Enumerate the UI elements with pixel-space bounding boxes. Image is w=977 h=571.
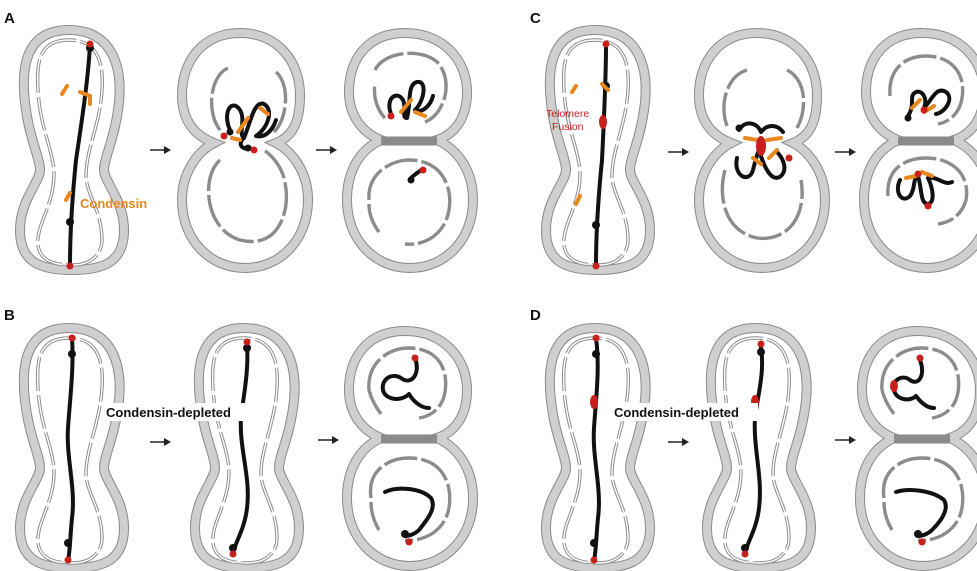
panel-c-chromosome-3b xyxy=(895,174,954,206)
arrow-c1-head xyxy=(682,148,689,156)
panel-a-cell-1 xyxy=(20,30,124,270)
panel-c: Telomere Fusion xyxy=(546,30,977,270)
telomere-fusion-label-1: Telomere xyxy=(546,108,589,120)
panel-c-chromosome-1 xyxy=(594,43,608,267)
panel-b-cell-1 xyxy=(20,328,124,568)
panel-c-cell-3 xyxy=(864,33,977,268)
panel-a-condensin-marker xyxy=(60,84,69,96)
panel-c-cell-1 xyxy=(546,30,650,270)
arrow-a2-head xyxy=(330,146,337,154)
panel-d-cell-1 xyxy=(546,328,650,568)
condensin-depleted-label-d-bg xyxy=(612,403,758,421)
arrow-b1-head xyxy=(164,438,171,446)
panel-c-telomere-fusion xyxy=(599,115,607,129)
panel-letter-b: B xyxy=(4,307,15,324)
panel-a-chromosome-3a xyxy=(387,79,435,120)
panel-b-chromosome-1 xyxy=(65,336,75,562)
arrow-b2-head xyxy=(332,436,339,444)
panel-b-cell-2 xyxy=(195,328,299,568)
condensin-depleted-label-b: Condensin-depleted xyxy=(106,405,231,420)
panel-letter-d: D xyxy=(530,307,541,324)
panel-d-chromosome-1 xyxy=(591,336,601,562)
panel-letter-a: A xyxy=(4,10,15,27)
panel-d-cell-3 xyxy=(860,331,977,566)
panel-d-chromosome-3b xyxy=(894,488,948,538)
panel-a: Condensin xyxy=(20,30,473,270)
panel-d: Condensin-depleted xyxy=(546,328,977,568)
panel-b-chromosome-3a xyxy=(380,356,431,410)
condensin-label: Condensin xyxy=(80,196,147,211)
panel-d-cell-2 xyxy=(707,328,811,568)
panel-letter-c: C xyxy=(530,10,541,27)
panel-b: Condensin-depleted xyxy=(20,328,473,568)
arrow-d1-head xyxy=(682,438,689,446)
telomere-fusion-label-2: Fusion xyxy=(552,121,584,133)
panel-a-chromosome-3b xyxy=(409,168,423,180)
arrow-d2-head xyxy=(849,436,856,444)
panel-a-cell-2 xyxy=(182,33,308,268)
arrow-a1-head xyxy=(164,146,171,154)
panel-a-chromosome-1 xyxy=(68,43,92,267)
condensin-depleted-label-b-bg xyxy=(104,403,250,421)
panel-c-cell-2 xyxy=(699,33,825,268)
panel-b-chromosome-3b xyxy=(383,486,435,538)
arrow-c2-head xyxy=(849,148,856,156)
condensin-depleted-label-d: Condensin-depleted xyxy=(614,405,739,420)
panel-d-chromosome-3a xyxy=(891,358,936,410)
panel-a-cell-3 xyxy=(347,33,473,268)
panel-b-cell-3 xyxy=(347,331,473,566)
panel-d-chromosome-2 xyxy=(743,346,765,555)
panel-b-chromosome-2 xyxy=(231,341,250,555)
